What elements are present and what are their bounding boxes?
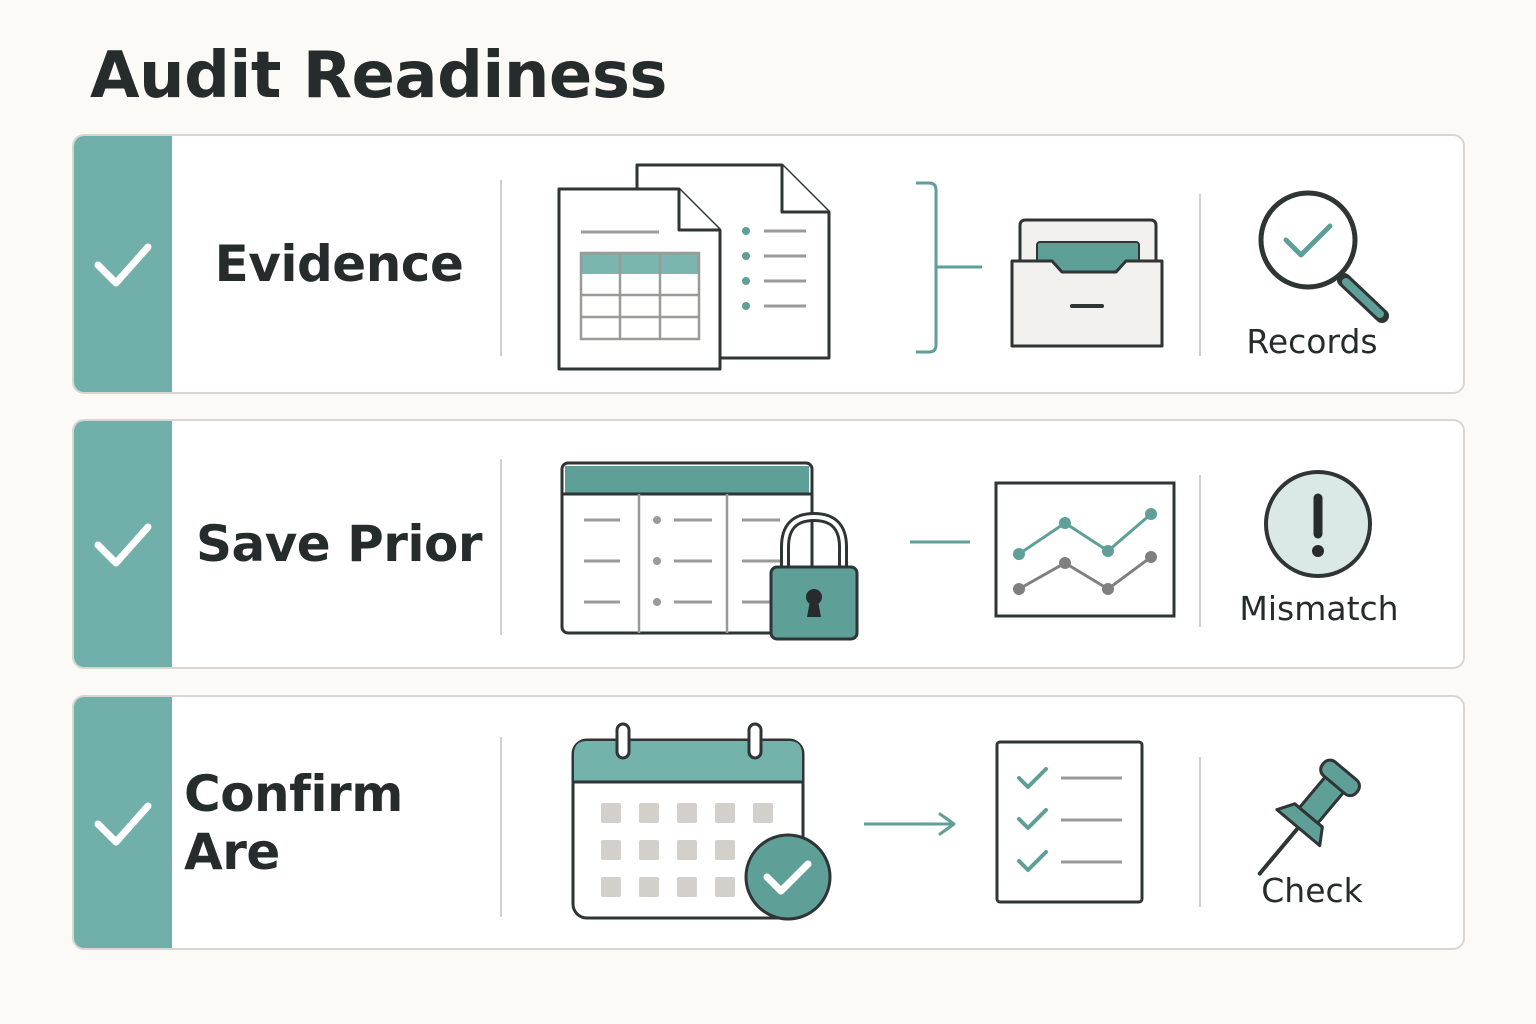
table-icon <box>560 461 814 635</box>
padlock-icon <box>769 511 859 641</box>
end-label-mismatch: Mismatch <box>1239 589 1399 628</box>
checkmark-icon <box>94 802 152 845</box>
spreadsheet-document-icon <box>557 187 722 371</box>
step-illustration <box>500 459 1372 641</box>
pushpin-icon <box>1257 758 1361 876</box>
status-stripe <box>74 421 172 667</box>
check-badge-icon <box>744 833 832 921</box>
end-label-check: Check <box>1261 871 1363 910</box>
status-stripe <box>74 136 172 392</box>
step-card-evidence: Evidence <box>72 134 1465 394</box>
step-illustration <box>500 722 1361 921</box>
bracket-connector-icon <box>916 181 982 354</box>
file-drawer-icon <box>1010 218 1164 348</box>
page-title: Audit Readiness <box>90 39 668 113</box>
step-label: Confirm Are <box>184 764 403 881</box>
step-card-save-prior: Save Prior <box>72 419 1465 669</box>
step-label: Save Prior <box>195 515 483 573</box>
status-stripe <box>74 697 172 948</box>
checklist-icon <box>995 740 1144 904</box>
checkmark-icon <box>94 243 152 287</box>
step-illustration <box>500 163 1389 371</box>
step-card-confirm-are: Confirm Are <box>72 695 1465 950</box>
line-chart-icon <box>994 481 1176 618</box>
step-label: Evidence <box>214 235 464 293</box>
end-label-records: Records <box>1246 322 1378 361</box>
exclamation-circle-icon <box>1264 470 1372 578</box>
checkmark-icon <box>94 523 152 567</box>
magnifier-check-icon <box>1258 190 1389 323</box>
arrow-right-icon <box>864 812 956 836</box>
